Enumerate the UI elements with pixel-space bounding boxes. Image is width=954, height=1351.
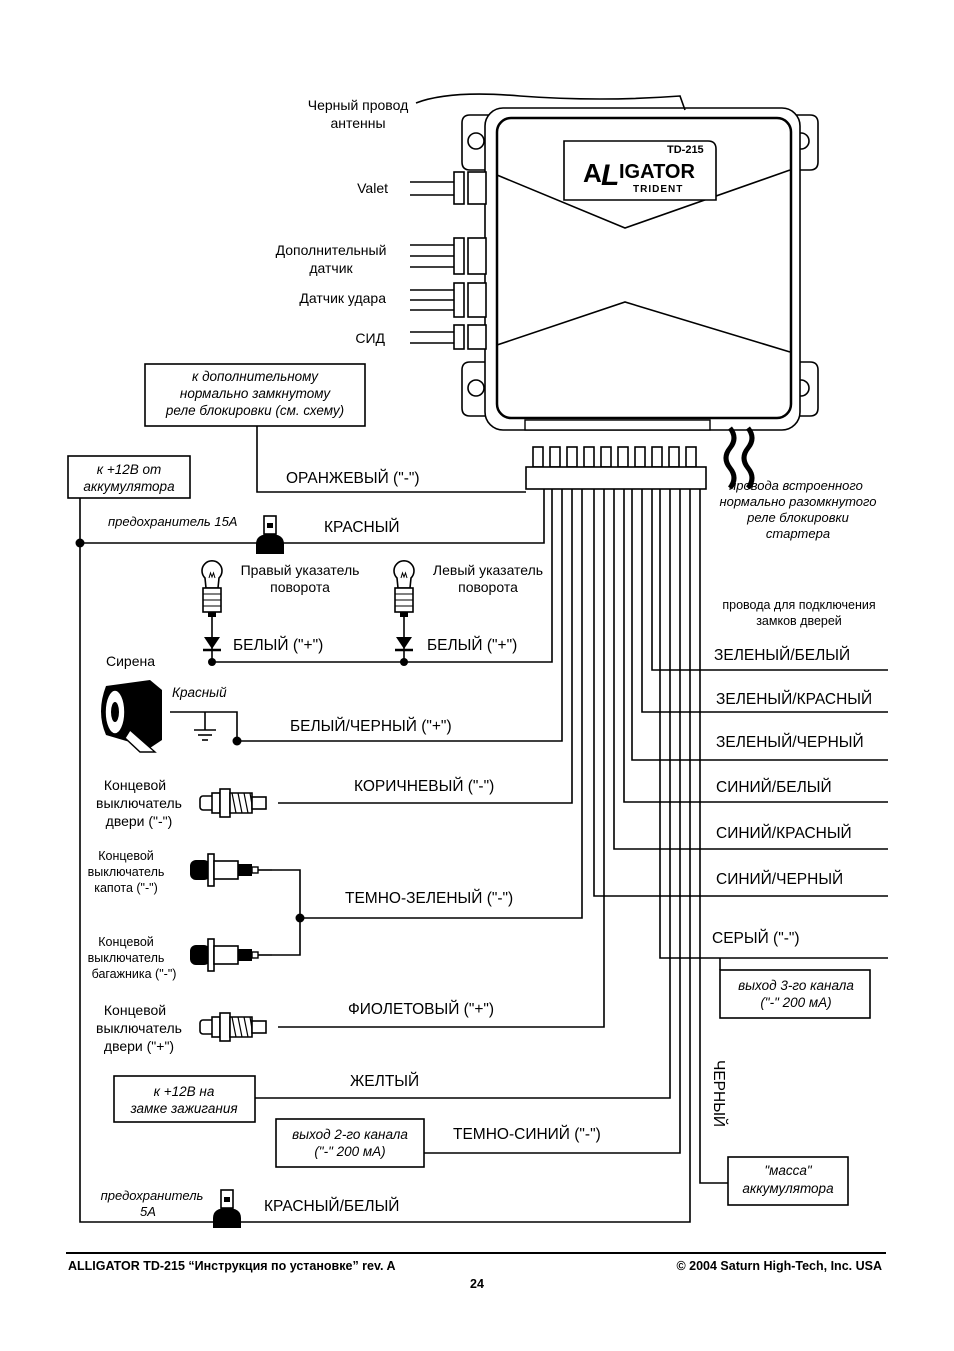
antenna-label-1: Черный провод	[308, 97, 409, 113]
door-minus-label-2: выключатель	[96, 795, 182, 811]
violet-wire-label: ФИОЛЕТОВЫЙ ("+")	[348, 1000, 494, 1018]
right-turn-bulb	[201, 560, 223, 662]
left-turn-bulb	[393, 560, 415, 662]
harness-connector	[525, 426, 755, 490]
alarm-unit: TD-215 A L IGATOR TRIDENT	[461, 107, 819, 431]
green-black-wire-label: ЗЕЛЕНЫЙ/ЧЕРНЫЙ	[716, 733, 864, 751]
channel3-box	[719, 969, 871, 1019]
channel2-box	[275, 1118, 425, 1168]
starter-label-1: провода встроенного	[729, 478, 863, 493]
battery-label-2: аккумулятора	[83, 479, 175, 494]
white-wire-label-1: БЕЛЫЙ ("+")	[233, 636, 323, 654]
trunk-label-2: выключатель	[88, 951, 165, 965]
starter-label-4: стартера	[766, 526, 830, 541]
footer-copyright: © 2004 Saturn High-Tech, Inc. USA	[676, 1259, 882, 1273]
unit-model: TD-215	[667, 144, 704, 156]
right-turn-label-1: Правый указатель	[241, 562, 360, 578]
shock-sensor-label: Датчик удара	[299, 290, 386, 306]
unit-brand-l: L	[601, 159, 619, 192]
hood-label-2: выключатель	[88, 865, 165, 879]
siren-icon	[101, 680, 216, 753]
left-turn-label-2: поворота	[458, 579, 518, 595]
locks-label-2: замков дверей	[756, 614, 842, 628]
red-white-wire-label: КРАСНЫЙ/БЕЛЫЙ	[264, 1197, 399, 1215]
diagram-labels: Черный провод антенны Valet Дополнительн…	[83, 97, 876, 1219]
trunk-switch	[189, 938, 259, 972]
fuse-15a	[255, 515, 285, 555]
aux-sensor-label-2: датчик	[309, 260, 353, 276]
footer-title: ALLIGATOR TD-215 “Инструкция по установк…	[68, 1259, 396, 1273]
orange-wire-label: ОРАНЖЕВЫЙ ("-")	[286, 469, 420, 487]
fuse5-label-1: предохранитель	[101, 1188, 204, 1203]
relay-note-2: нормально замкнутому	[180, 386, 331, 401]
door-minus-label-1: Концевой	[104, 777, 166, 793]
fuse5-label-2: 5А	[140, 1204, 156, 1219]
left-turn-label-1: Левый указатель	[433, 562, 543, 578]
right-turn-label-2: поворота	[270, 579, 330, 595]
aux-sensor-label-1: Дополнительный	[276, 242, 387, 258]
ch2-label-2: ("-" 200 мА)	[314, 1144, 385, 1159]
fuse-5a	[212, 1189, 242, 1229]
yellow-wire-label: ЖЕЛТЫЙ	[350, 1072, 419, 1090]
starter-label-2: нормально разомкнутого	[719, 494, 876, 509]
siren-label: Сирена	[106, 653, 155, 669]
white-wire-label-2: БЕЛЫЙ ("+")	[427, 636, 517, 654]
ch3-label-1: выход 3-го канала	[738, 978, 854, 993]
green-white-wire-label: ЗЕЛЕНЫЙ/БЕЛЫЙ	[714, 646, 850, 664]
footer-rule	[66, 1252, 886, 1254]
siren-red-label: Красный	[172, 685, 227, 700]
hood-label-1: Концевой	[98, 849, 154, 863]
trunk-label-3: багажника ("-")	[92, 967, 177, 981]
ground-label-1: "масса"	[764, 1163, 813, 1178]
ch3-label-2: ("-" 200 мА)	[760, 995, 831, 1010]
black-wire-label: ЧЕРНЫЙ	[710, 1060, 728, 1127]
led-label: СИД	[355, 330, 385, 346]
fuse15-label: предохранитель 15А	[108, 514, 237, 529]
starter-label-3: реле блокировки	[746, 510, 849, 525]
hood-switch	[189, 853, 259, 887]
battery-label-1: к +12В от	[97, 462, 162, 477]
ground-box	[727, 1156, 849, 1206]
unit-brand-rest: IGATOR	[619, 161, 695, 183]
door-minus-switch	[199, 788, 267, 818]
relay-note-1: к дополнительному	[192, 369, 319, 384]
trunk-label-1: Концевой	[98, 935, 154, 949]
valet-label: Valet	[357, 180, 388, 196]
gray-wire-label: СЕРЫЙ ("-")	[712, 929, 800, 947]
blue-white-wire-label: СИНИЙ/БЕЛЫЙ	[716, 778, 832, 796]
relay-note-box	[144, 363, 366, 427]
door-minus-label-3: двери ("-")	[106, 813, 173, 829]
door-plus-label-1: Концевой	[104, 1002, 166, 1018]
unit-series: TRIDENT	[633, 184, 683, 195]
green-red-wire-label: ЗЕЛЕНЫЙ/КРАСНЫЙ	[716, 690, 872, 708]
door-plus-label-2: выключатель	[96, 1020, 182, 1036]
ignition-label-1: к +12В на	[154, 1084, 215, 1099]
locks-label-1: провода для подключения	[722, 598, 875, 612]
door-plus-switch	[199, 1012, 267, 1042]
blue-black-wire-label: СИНИЙ/ЧЕРНЫЙ	[716, 870, 843, 888]
page-number: 24	[470, 1277, 484, 1291]
antenna-label-2: антенны	[330, 115, 385, 131]
ground-label-2: аккумулятора	[742, 1181, 834, 1196]
dark-blue-wire-label: ТЕМНО-СИНИЙ ("-")	[453, 1125, 601, 1143]
ignition-label-2: замке зажигания	[129, 1101, 237, 1116]
brown-wire-label: КОРИЧНЕВЫЙ ("-")	[354, 777, 494, 795]
door-plus-label-3: двери ("+")	[104, 1038, 174, 1054]
dark-green-wire-label: ТЕМНО-ЗЕЛЕНЫЙ ("-")	[345, 889, 513, 907]
white-black-wire-label: БЕЛЫЙ/ЧЕРНЫЙ ("+")	[290, 717, 452, 735]
ch2-label-1: выход 2-го канала	[292, 1127, 408, 1142]
unit-brand-a: A	[583, 158, 602, 188]
battery-box	[67, 455, 191, 499]
side-connectors	[410, 93, 686, 350]
hood-label-3: капота ("-")	[94, 881, 158, 895]
blue-red-wire-label: СИНИЙ/КРАСНЫЙ	[716, 824, 852, 842]
harness-wires	[75, 425, 888, 1223]
relay-note-3: реле блокировки (см. схему)	[165, 403, 344, 418]
ignition-box	[113, 1075, 256, 1123]
red-wire-label: КРАСНЫЙ	[324, 518, 400, 536]
